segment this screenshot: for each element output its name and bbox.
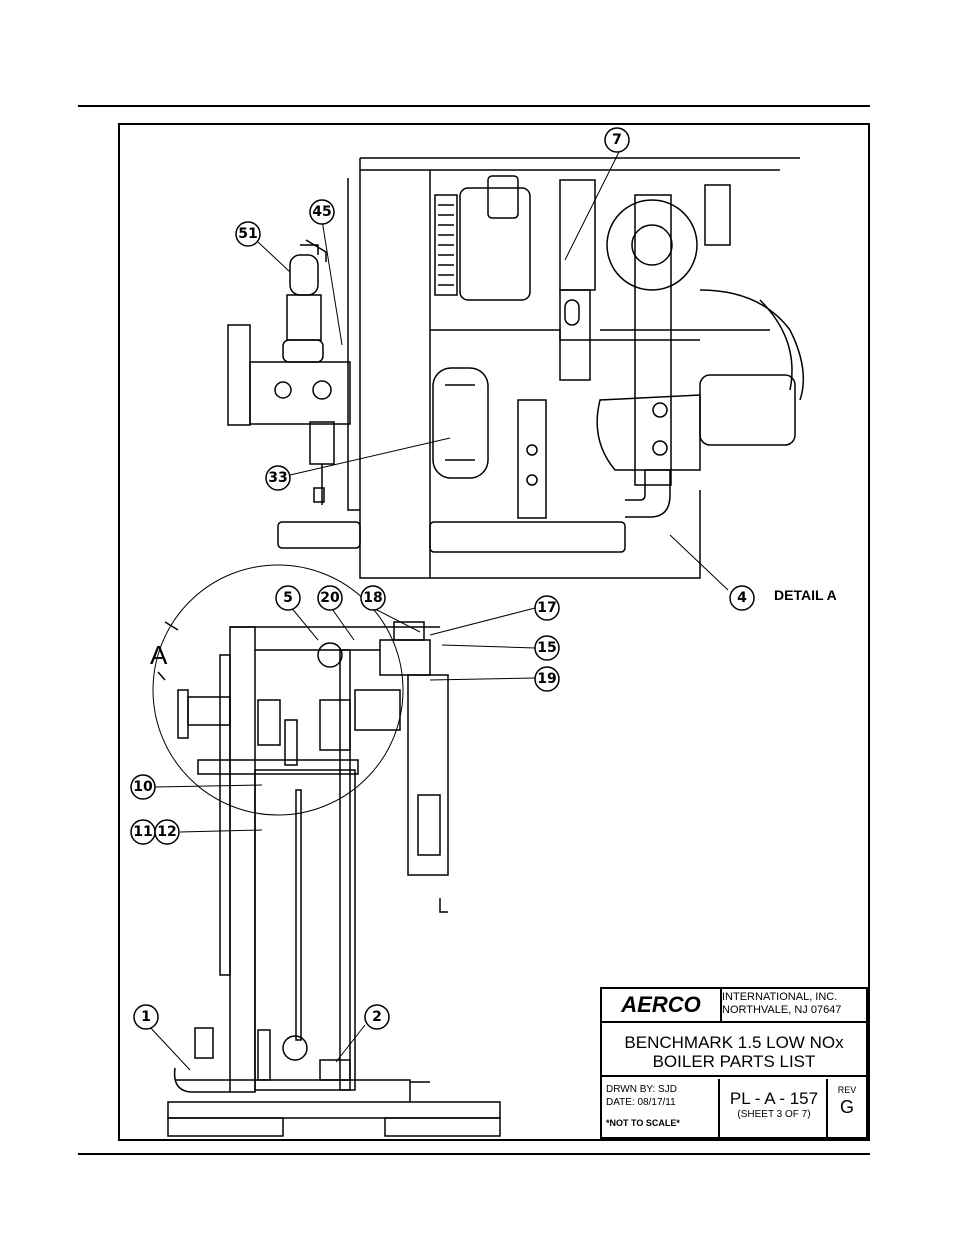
assembly-view: [153, 565, 500, 1136]
company-name: INTERNATIONAL, INC.: [722, 991, 841, 1004]
callout-51: 51: [238, 226, 257, 242]
aerco-logo: AERCO: [602, 989, 722, 1021]
title-block: AERCO INTERNATIONAL, INC. NORTHVALE, NJ …: [600, 987, 868, 1139]
callout-10: 10: [133, 779, 153, 795]
callout-2: 2: [372, 1009, 382, 1025]
callout-15: 15: [537, 640, 556, 656]
callout-11: 11: [133, 824, 152, 840]
callout-12: 12: [157, 824, 176, 840]
detail-a-label: DETAIL A: [774, 587, 837, 603]
drawing-title-line2: BOILER PARTS LIST: [602, 1052, 866, 1071]
callout-18: 18: [363, 590, 382, 606]
part-number-cell: PL - A - 157 (SHEET 3 OF 7): [722, 1079, 828, 1137]
callout-17: 17: [537, 600, 556, 616]
drawing-title: BENCHMARK 1.5 LOW NOx BOILER PARTS LIST: [602, 1023, 866, 1077]
company-location: NORTHVALE, NJ 07647: [722, 1004, 841, 1017]
rev-label: REV: [828, 1085, 866, 1095]
callout-1: 1: [141, 1009, 151, 1025]
part-number: PL - A - 157: [722, 1089, 826, 1109]
drawing-date: DATE: 08/17/11: [606, 1096, 718, 1109]
callout-33: 33: [268, 470, 287, 486]
drawn-by: DRWN BY: SJD: [606, 1083, 718, 1096]
company-address: INTERNATIONAL, INC. NORTHVALE, NJ 07647: [722, 991, 841, 1017]
section-marker-a: A: [150, 640, 167, 671]
title-block-footer: DRWN BY: SJD DATE: 08/17/11 *NOT TO SCAL…: [602, 1079, 866, 1137]
callout-19: 19: [537, 671, 556, 687]
callout-5: 5: [283, 590, 293, 606]
callout-7: 7: [612, 132, 622, 148]
sheet-number: (SHEET 3 OF 7): [722, 1109, 826, 1121]
drawing-title-line1: BENCHMARK 1.5 LOW NOx: [602, 1033, 866, 1052]
callout-45: 45: [312, 204, 331, 220]
scale-note: *NOT TO SCALE*: [606, 1117, 680, 1130]
callout-4: 4: [737, 590, 747, 606]
callout-20: 20: [320, 590, 340, 606]
revision-cell: REV G: [828, 1079, 866, 1137]
title-block-header: AERCO INTERNATIONAL, INC. NORTHVALE, NJ …: [602, 989, 866, 1023]
rev-value: G: [828, 1097, 866, 1118]
drawn-info: DRWN BY: SJD DATE: 08/17/11 *NOT TO SCAL…: [602, 1079, 720, 1137]
